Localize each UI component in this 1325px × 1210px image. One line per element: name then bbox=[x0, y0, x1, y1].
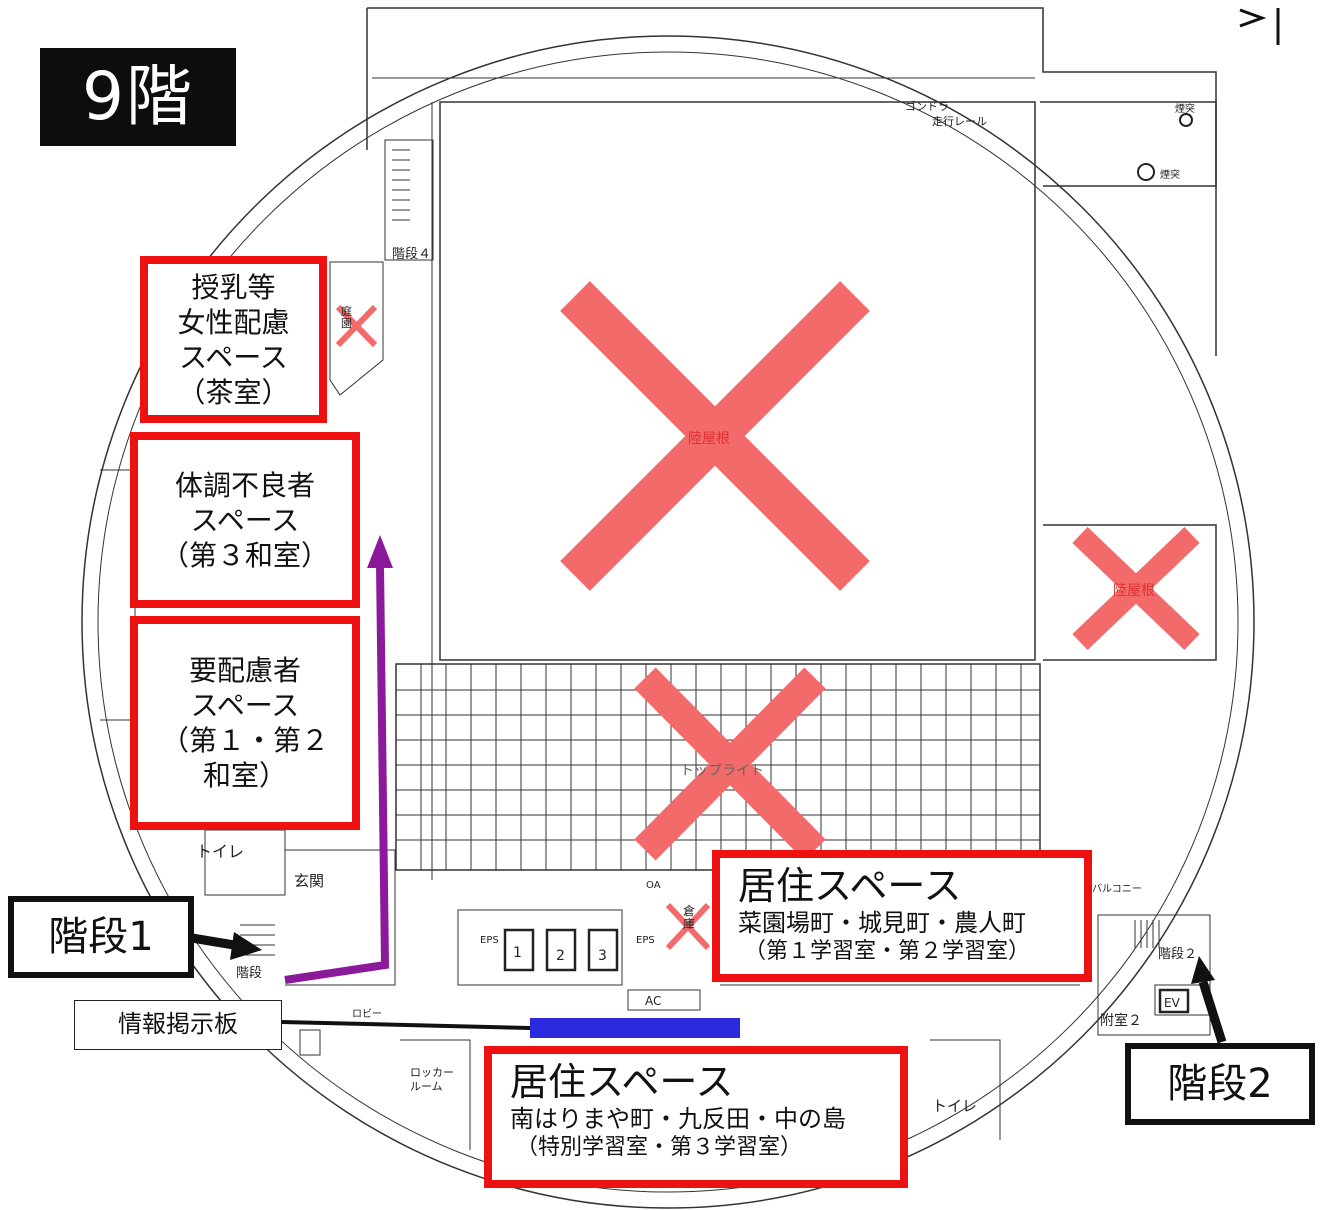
care-line-4: 和室） bbox=[202, 759, 287, 792]
notice-board-label: 情報掲示板 bbox=[74, 1000, 282, 1050]
unwell-line-1: 体調不良者 bbox=[174, 468, 315, 502]
balcony-label: バルコニー bbox=[1092, 884, 1142, 895]
chimney-1 bbox=[1179, 113, 1193, 127]
storage-label: 倉庫 bbox=[683, 904, 696, 931]
unwell-line-3: （第３和室） bbox=[160, 538, 329, 572]
closed-mark-storage bbox=[665, 902, 711, 951]
nursing-line-4: （茶室） bbox=[177, 375, 290, 409]
eps-label-2: EPS bbox=[636, 935, 655, 946]
ev-label: EV bbox=[1164, 996, 1180, 1010]
ev-number-2: 2 bbox=[556, 948, 565, 964]
residence-space-1: 居住スペース 菜園場町・城見町・農人町 （第１学習室・第２学習室） bbox=[712, 850, 1092, 982]
unwell-space-box: 体調不良者 スペース （第３和室） bbox=[130, 432, 360, 608]
closed-mark-garden bbox=[335, 304, 378, 348]
care-line-1: 要配慮者 bbox=[188, 654, 301, 687]
locker-room-label: ロッカールーム bbox=[410, 1066, 454, 1093]
north-mark bbox=[1239, 8, 1280, 45]
nursing-line-3: スペース bbox=[179, 340, 288, 374]
chimney-label-1: 煙突 bbox=[1175, 104, 1195, 115]
stair4-label: 階段４ bbox=[392, 247, 432, 262]
chimney-label-2: 煙突 bbox=[1160, 170, 1180, 181]
stair2-label: 階段2 bbox=[1125, 1043, 1315, 1125]
nursing-line-1: 授乳等 bbox=[191, 270, 276, 304]
stair-hatch bbox=[240, 149, 1160, 956]
toilet-label-1: トイレ bbox=[196, 842, 245, 861]
residence-1-towns: 菜園場町・城見町・農人町 bbox=[738, 909, 1026, 937]
route-arrow bbox=[284, 535, 393, 984]
residence-1-rooms: （第１学習室・第２学習室） bbox=[744, 939, 1031, 964]
closed-mark-main-roof bbox=[560, 281, 870, 591]
lobby-label: ロビー bbox=[352, 1009, 382, 1020]
ac-label: AC bbox=[645, 994, 662, 1008]
care-line-3: （第１・第２ bbox=[160, 724, 329, 757]
garden-label: 庭園 bbox=[341, 305, 352, 330]
notice-connector bbox=[281, 1020, 531, 1030]
roof-label-main: 陸屋根 bbox=[688, 431, 730, 447]
stair2-small-label: 階段２ bbox=[1158, 947, 1198, 962]
care-space-box: 要配慮者 スペース （第１・第２ 和室） bbox=[130, 616, 360, 830]
annex-label: 附室２ bbox=[1100, 1013, 1142, 1029]
unwell-line-2: スペース bbox=[190, 503, 300, 537]
stair2-arrow bbox=[1191, 956, 1227, 1044]
chimney-2 bbox=[1137, 163, 1155, 181]
care-line-2: スペース bbox=[190, 689, 300, 722]
nursing-line-2: 女性配慮 bbox=[177, 305, 290, 339]
residence-space-2: 居住スペース 南はりまや町・九反田・中の島 （特別学習室・第３学習室） bbox=[484, 1046, 908, 1188]
stair1-label: 階段1 bbox=[8, 896, 194, 978]
ev-number-3: 3 bbox=[598, 948, 607, 964]
closed-mark-east-roof bbox=[1072, 527, 1200, 650]
residence-2-title: 居住スペース bbox=[510, 1060, 734, 1104]
residence-2-towns: 南はりまや町・九反田・中の島 bbox=[510, 1105, 846, 1133]
gondola-label: ゴンドラ bbox=[905, 100, 949, 113]
nursing-space-box: 授乳等 女性配慮 スペース （茶室） bbox=[140, 256, 327, 423]
residence-2-rooms: （特別学習室・第３学習室） bbox=[516, 1135, 803, 1160]
floor-badge: 9階 bbox=[40, 48, 236, 146]
gondola-rail-label: 走行レール bbox=[932, 115, 987, 128]
ev-number-1: 1 bbox=[513, 945, 522, 961]
residence-1-title: 居住スペース bbox=[738, 864, 962, 908]
eps-label-1: EPS bbox=[480, 935, 499, 946]
roof-label-east: 陸屋根 bbox=[1113, 583, 1155, 599]
stair1-arrow bbox=[191, 932, 262, 960]
notice-bar bbox=[530, 1018, 740, 1038]
toilet-label-2: トイレ bbox=[932, 1097, 978, 1115]
entrance-label: 玄関 bbox=[294, 872, 325, 890]
closed-mark-skylight bbox=[634, 667, 826, 861]
stairs-small-label: 階段 bbox=[236, 966, 263, 981]
oa-label: OA bbox=[646, 880, 661, 891]
elevators bbox=[503, 928, 1190, 1014]
skylight-label: トップライト bbox=[680, 763, 764, 779]
